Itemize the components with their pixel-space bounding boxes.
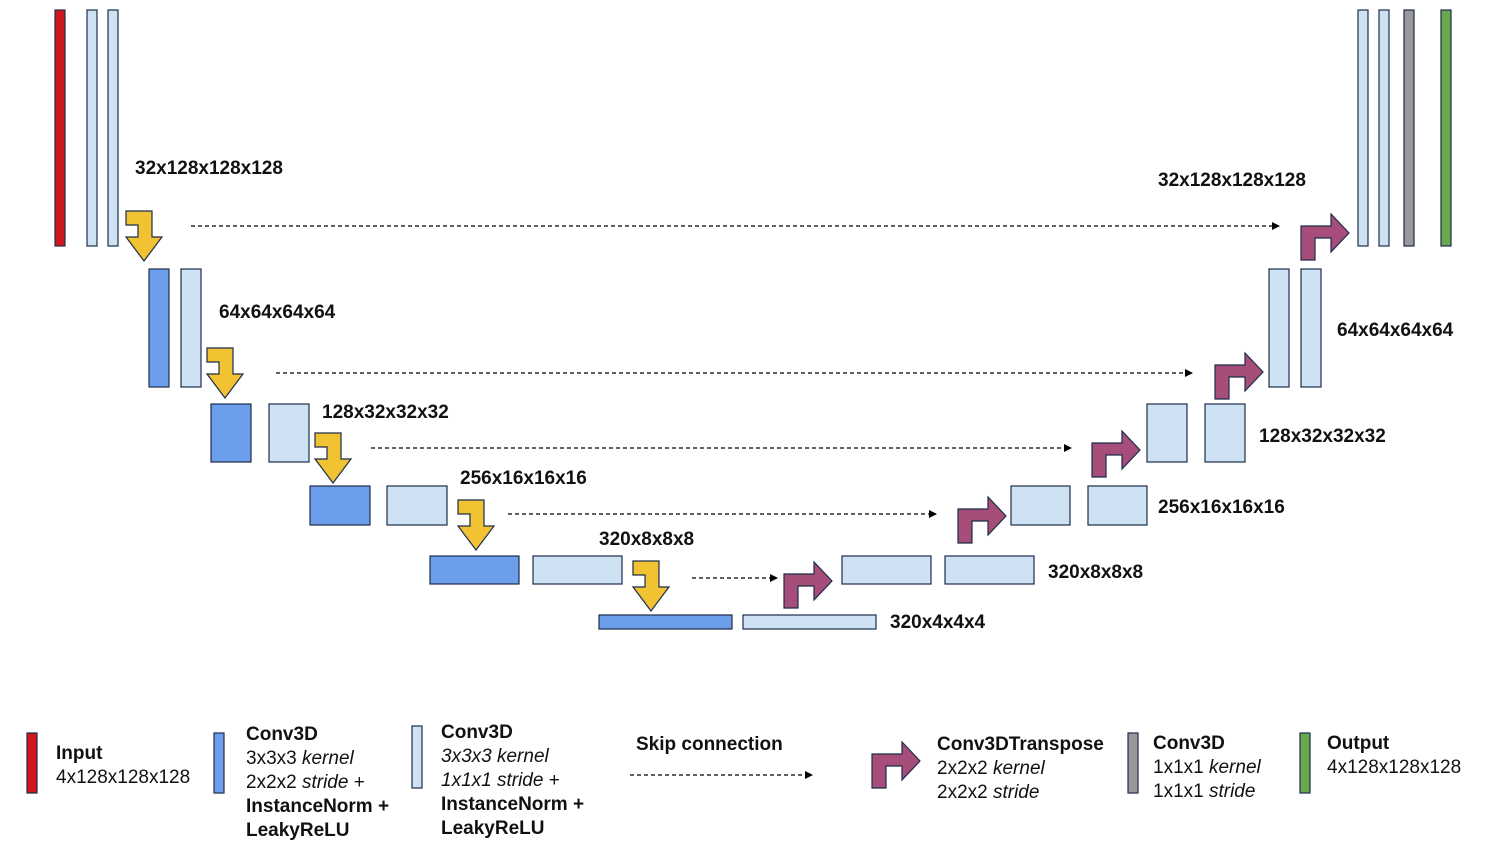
dec4-conv-a bbox=[1010, 485, 1071, 526]
legend-conv-block-swatch bbox=[411, 725, 423, 789]
downsample-arrow-icon-1 bbox=[124, 210, 164, 262]
upsample-arrow-icon-4 bbox=[957, 495, 1007, 544]
downsample-arrow-icon-4 bbox=[456, 499, 496, 551]
legend-conv-1x1-swatch bbox=[1127, 732, 1139, 794]
dec3-conv-a bbox=[1146, 403, 1188, 463]
decoder-label-level-5: 320x8x8x8 bbox=[1048, 562, 1144, 583]
decoder-label-level-4: 256x16x16x16 bbox=[1158, 497, 1285, 518]
dec2-conv-b bbox=[1300, 268, 1322, 388]
enc4-conv-down bbox=[309, 485, 371, 526]
input-block bbox=[54, 9, 66, 247]
dec1-conv-a bbox=[1357, 9, 1369, 247]
upsample-arrow-icon-2 bbox=[1214, 351, 1264, 400]
legend-conv-block-title: Conv3D bbox=[441, 722, 513, 743]
dec1-conv-b bbox=[1378, 9, 1390, 247]
dec3-conv-b bbox=[1204, 403, 1246, 463]
dec2-conv-a bbox=[1268, 268, 1290, 388]
legend-input-swatch bbox=[26, 732, 38, 794]
enc5-conv bbox=[532, 555, 623, 585]
enc3-conv bbox=[268, 403, 310, 463]
dec5-conv-b bbox=[944, 555, 1035, 585]
enc5-conv-down bbox=[429, 555, 520, 585]
decoder-label-level-3: 128x32x32x32 bbox=[1259, 426, 1386, 447]
legend-input-shape: 4x128x128x128 bbox=[56, 767, 191, 788]
decoder-label-level-1: 32x128x128x128 bbox=[1158, 170, 1306, 191]
legend-conv-1x1-title: Conv3D bbox=[1153, 733, 1225, 754]
legend-transpose-stride: 2x2x2 stride bbox=[937, 782, 1040, 803]
legend-transpose-kernel: 2x2x2 kernel bbox=[937, 758, 1045, 779]
legend-output-title: Output bbox=[1327, 733, 1390, 754]
encoder-label-level-3: 128x32x32x32 bbox=[322, 402, 449, 423]
bottleneck-conv bbox=[742, 614, 877, 630]
enc2-conv-down bbox=[148, 268, 170, 388]
legend-conv-down-kernel: 3x3x3 kernel bbox=[246, 748, 354, 769]
final-conv-1x1 bbox=[1403, 9, 1415, 247]
legend-output-shape: 4x128x128x128 bbox=[1327, 757, 1462, 778]
legend-conv-1x1-stride: 1x1x1 stride bbox=[1153, 781, 1256, 802]
enc3-conv-down bbox=[210, 403, 252, 463]
legend-conv-block-stride: 1x1x1 stride + bbox=[441, 770, 560, 791]
legend-conv-down-title: Conv3D bbox=[246, 724, 318, 745]
downsample-arrow-icon-3 bbox=[313, 432, 353, 484]
legend-output-swatch bbox=[1299, 732, 1311, 794]
downsample-arrow-icon-2 bbox=[205, 347, 245, 399]
enc1-conv-b bbox=[107, 9, 119, 247]
dec4-conv-b bbox=[1087, 485, 1148, 526]
legend-conv-1x1-kernel: 1x1x1 kernel bbox=[1153, 757, 1261, 778]
upsample-arrow-icon-1 bbox=[1300, 212, 1350, 261]
encoder-label-level-4: 256x16x16x16 bbox=[460, 468, 587, 489]
legend-conv-down-swatch bbox=[213, 732, 225, 794]
legend-transpose-title: Conv3DTranspose bbox=[937, 734, 1104, 755]
legend-conv-block-norm: InstanceNorm + bbox=[441, 794, 585, 815]
legend-transpose-icon bbox=[871, 740, 921, 789]
legend-conv-block-activation: LeakyReLU bbox=[441, 818, 545, 839]
enc4-conv bbox=[386, 485, 448, 526]
upsample-arrow-icon-5 bbox=[783, 560, 833, 609]
encoder-label-level-2: 64x64x64x64 bbox=[219, 302, 336, 323]
enc1-conv-a bbox=[86, 9, 98, 247]
enc2-conv bbox=[180, 268, 202, 388]
encoder-label-level-5: 320x8x8x8 bbox=[599, 529, 695, 550]
downsample-arrow-icon-5 bbox=[631, 560, 671, 612]
output-block bbox=[1440, 9, 1452, 247]
legend-input-title: Input bbox=[56, 743, 103, 764]
bottleneck-conv-down bbox=[598, 614, 733, 630]
legend-conv-block-kernel: 3x3x3 kernel bbox=[441, 746, 549, 767]
legend-conv-down-activation: LeakyReLU bbox=[246, 820, 350, 841]
encoder-label-level-1: 32x128x128x128 bbox=[135, 158, 283, 179]
upsample-arrow-icon-3 bbox=[1091, 429, 1141, 478]
legend-conv-down-norm: InstanceNorm + bbox=[246, 796, 390, 817]
bottleneck-label: 320x4x4x4 bbox=[890, 612, 986, 633]
legend-conv-down-stride: 2x2x2 stride + bbox=[246, 772, 365, 793]
dec5-conv-a bbox=[841, 555, 932, 585]
decoder-label-level-2: 64x64x64x64 bbox=[1337, 320, 1454, 341]
legend-skip-title: Skip connection bbox=[636, 734, 783, 755]
